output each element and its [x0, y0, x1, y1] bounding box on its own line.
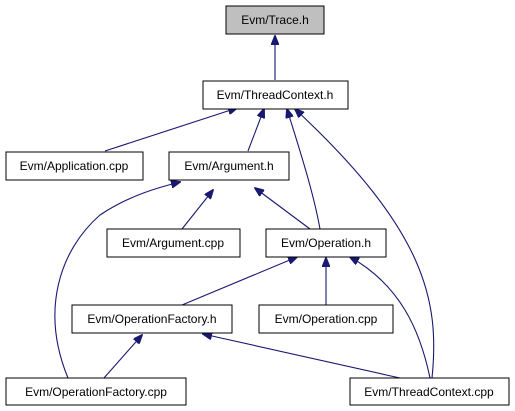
node-label: Evm/Argument.h	[184, 159, 273, 173]
node-operationfactory-h[interactable]: Evm/OperationFactory.h	[71, 304, 233, 334]
node-trace-h[interactable]: Evm/Trace.h	[225, 5, 325, 35]
edge-argument-cpp-to-argument-h	[181, 190, 213, 230]
node-box	[168, 151, 290, 181]
edge-argument-h-to-threadcontext-h	[247, 109, 264, 152]
edge-threadcontext-cpp-to-operation-h	[350, 257, 431, 379]
node-label: Evm/Operation.h	[281, 236, 371, 250]
edge-operation-h-to-argument-h	[255, 188, 311, 230]
node-label: Evm/Argument.cpp	[122, 236, 224, 250]
node-label: Evm/OperationFactory.h	[87, 312, 216, 326]
node-box	[349, 377, 510, 406]
edge-operationfactory-cpp-to-argument-h	[54, 182, 180, 379]
node-label: Evm/ThreadContext.cpp	[364, 385, 494, 399]
node-box	[258, 304, 394, 334]
node-threadcontext-h[interactable]: Evm/ThreadContext.h	[202, 80, 349, 110]
node-box	[202, 80, 349, 110]
node-operation-cpp[interactable]: Evm/Operation.cpp	[258, 304, 394, 334]
node-operation-h[interactable]: Evm/Operation.h	[265, 228, 387, 258]
node-box	[71, 304, 233, 334]
node-application-cpp[interactable]: Evm/Application.cpp	[5, 151, 144, 181]
node-label: Evm/ThreadContext.h	[217, 88, 334, 102]
node-argument-cpp[interactable]: Evm/Argument.cpp	[106, 228, 241, 258]
node-argument-h[interactable]: Evm/Argument.h	[168, 151, 290, 181]
node-box	[225, 5, 325, 35]
node-box	[5, 377, 187, 406]
node-label: Evm/Trace.h	[241, 13, 309, 27]
graph-edges	[54, 36, 435, 379]
edge-operationfactory-cpp-to-operationfactory-h	[103, 335, 142, 379]
node-box	[5, 151, 144, 181]
node-threadcontext-cpp[interactable]: Evm/ThreadContext.cpp	[349, 377, 510, 406]
node-box	[106, 228, 241, 258]
node-label: Evm/Application.cpp	[20, 159, 129, 173]
node-box	[265, 228, 387, 258]
edge-operationfactory-h-to-operation-h	[181, 257, 297, 306]
node-operationfactory-cpp[interactable]: Evm/OperationFactory.cpp	[5, 377, 187, 406]
node-label: Evm/Operation.cpp	[275, 312, 378, 326]
edge-threadcontext-cpp-to-threadcontext-h	[295, 109, 435, 379]
edge-operation-h-to-threadcontext-h	[287, 109, 321, 230]
edge-application-cpp-to-threadcontext-h	[104, 108, 237, 152]
graph-nodes: Evm/Trace.h Evm/ThreadContext.h Evm/Appl…	[5, 5, 510, 406]
edge-threadcontext-cpp-to-operationfactory-h	[203, 334, 401, 379]
node-label: Evm/OperationFactory.cpp	[25, 385, 167, 399]
